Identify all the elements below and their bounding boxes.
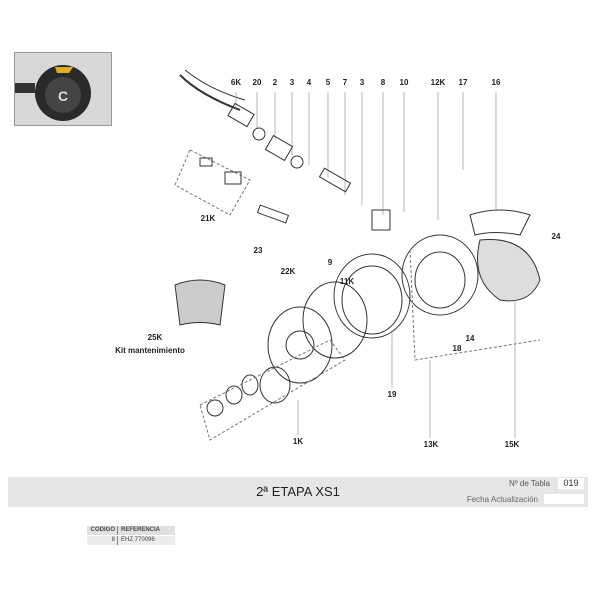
callout-7: 7: [342, 78, 348, 87]
callout-14: 14: [465, 334, 475, 343]
page-title: 2ª ETAPA XS1: [256, 484, 340, 499]
callout-1k: 1K: [292, 437, 304, 446]
callout-22k: 22K: [280, 267, 296, 276]
callout-17: 17: [458, 78, 468, 87]
tabla-label: Nº de Tabla: [508, 479, 550, 488]
callout-10: 10: [399, 78, 409, 87]
callout-8: 8: [380, 78, 386, 87]
callout-21k: 21K: [200, 214, 216, 223]
callout-15k: 15K: [504, 440, 520, 449]
callout-6k: 6K: [230, 78, 242, 87]
product-photo: C: [14, 52, 112, 126]
callout-5: 5: [325, 78, 331, 87]
cell-codigo: 8: [87, 536, 118, 545]
header-referencia: REFERENCIA: [121, 527, 161, 533]
callout-9: 9: [327, 258, 333, 267]
callout-12k: 12K: [430, 78, 446, 87]
exploded-diagram: [174, 69, 541, 441]
callout-23: 23: [253, 246, 263, 255]
callout-2: 2: [272, 78, 278, 87]
svg-text:C: C: [58, 88, 68, 104]
callout-18: 18: [452, 344, 462, 353]
fecha-value: [544, 494, 584, 504]
callout-19: 19: [387, 390, 397, 399]
callout-11k: 11K: [339, 277, 355, 286]
header-codigo: CODIGO: [87, 526, 118, 535]
callout-3b: 3: [359, 78, 365, 87]
callout-20: 20: [252, 78, 262, 87]
fecha-label: Fecha Actualización: [466, 495, 538, 504]
callout-13k: 13K: [423, 440, 439, 449]
callout-16: 16: [491, 78, 501, 87]
callout-4: 4: [306, 78, 312, 87]
tabla-value: 019: [558, 478, 584, 489]
callout-25k: 25K: [147, 333, 163, 342]
callout-kit: Kit mantenimiento: [115, 346, 185, 355]
title-bar: 2ª ETAPA XS1 Nº de Tabla 019 Fecha Actua…: [8, 477, 588, 507]
callout-3: 3: [289, 78, 295, 87]
cell-referencia: EHZ 770096: [121, 537, 155, 543]
callout-24: 24: [551, 232, 561, 241]
